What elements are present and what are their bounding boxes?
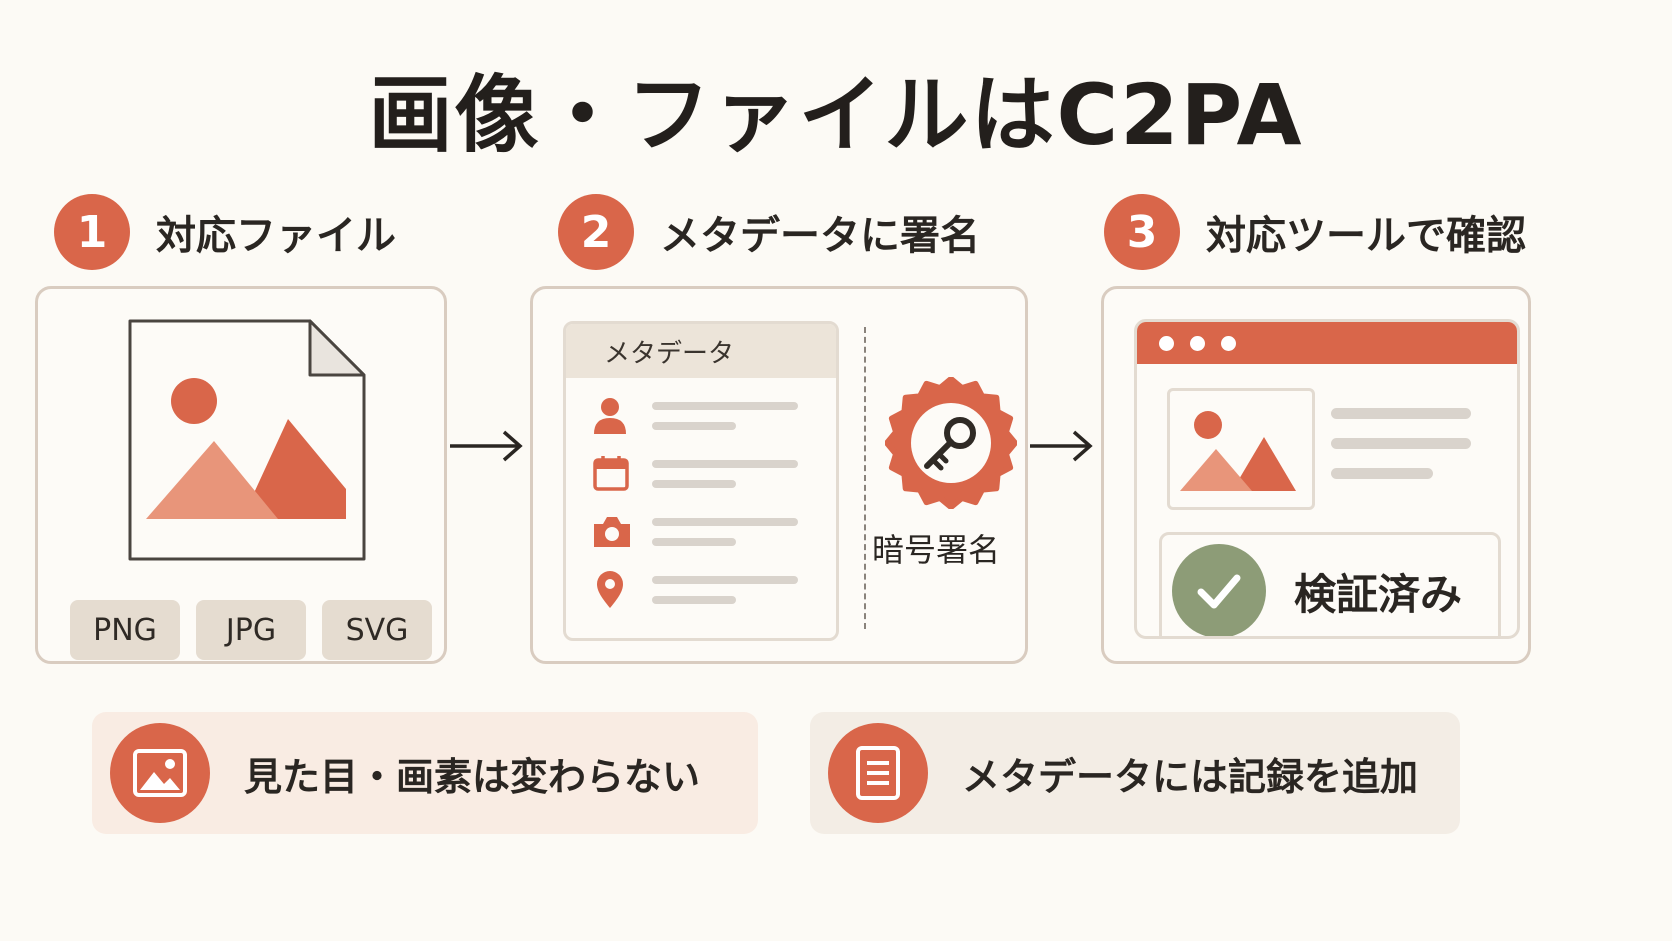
note-text: メタデータには記録を追加: [962, 754, 1419, 799]
browser-window: 検証済み: [1134, 319, 1520, 639]
metadata-row: [592, 454, 832, 494]
calendar-icon: [593, 456, 629, 491]
metadata-row: [592, 570, 832, 610]
dashed-divider: [864, 327, 866, 629]
step-2-number: 2: [558, 194, 634, 270]
panel-supported-files: PNG JPG SVG: [35, 286, 447, 664]
text-placeholder-line: [1331, 438, 1471, 449]
metadata-row: [592, 396, 832, 436]
verified-label: 検証済み: [1294, 569, 1463, 619]
person-icon: [594, 398, 626, 434]
step-1-number: 1: [54, 194, 130, 270]
metadata-row: [592, 512, 832, 552]
checkmark-icon: [1172, 544, 1266, 636]
image-file-icon: [128, 319, 368, 569]
note-metadata-record: メタデータには記録を追加: [810, 712, 1460, 834]
step-2-label: メタデータに署名: [660, 213, 980, 259]
window-dot: [1221, 335, 1236, 351]
image-thumbnail-icon: [1167, 388, 1315, 510]
window-dot: [1190, 335, 1205, 351]
metadata-card: メタデータ: [563, 321, 839, 641]
text-placeholder-line: [1331, 468, 1433, 479]
step-1-label: 対応ファイル: [156, 213, 396, 259]
window-dot: [1159, 335, 1174, 351]
step-3-header: 3 対応ツールで確認: [1104, 192, 1526, 272]
note-pixels-unchanged: 見た目・画素は変わらない: [92, 712, 758, 834]
page-title: 画像・ファイルはC2PA: [368, 66, 1304, 164]
step-2-header: 2 メタデータに署名: [558, 192, 980, 272]
note-text: 見た目・画素は変わらない: [244, 754, 701, 799]
key-seal-icon: [885, 377, 1017, 509]
browser-title-bar: [1137, 322, 1517, 364]
step-3-label: 対応ツールで確認: [1206, 213, 1526, 259]
panel-verification-tool: 検証済み: [1101, 286, 1531, 664]
camera-icon: [594, 517, 630, 547]
format-badge-jpg: JPG: [196, 600, 306, 660]
arrow-right-icon: [1030, 430, 1093, 462]
seal-label: 暗号署名: [871, 531, 1000, 569]
step-1-header: 1 対応ファイル: [54, 192, 396, 272]
image-icon: [110, 723, 210, 823]
location-pin-icon: [597, 571, 623, 608]
format-badge-png: PNG: [70, 600, 180, 660]
panel-metadata-signing: メタデータ: [530, 286, 1028, 664]
format-list: PNG JPG SVG: [70, 600, 432, 660]
text-placeholder-line: [1331, 408, 1471, 419]
arrow-right-icon: [450, 430, 523, 462]
verified-badge: 検証済み: [1159, 532, 1501, 636]
metadata-header: メタデータ: [566, 324, 836, 378]
document-icon: [828, 723, 928, 823]
step-3-number: 3: [1104, 194, 1180, 270]
format-badge-svg: SVG: [322, 600, 432, 660]
